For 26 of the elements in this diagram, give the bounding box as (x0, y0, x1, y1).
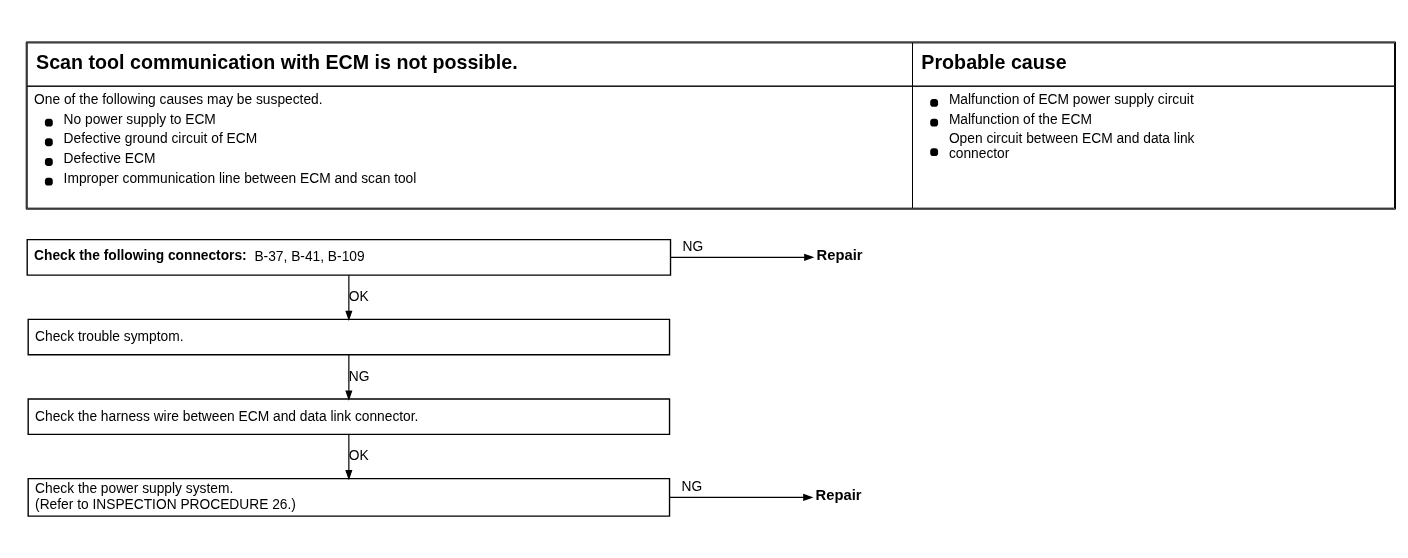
edge-label: NG (682, 239, 704, 255)
label: Scan tool communication with ECM is not possible. (36, 50, 518, 73)
label: One of the following causes may be suspected. (34, 92, 323, 108)
edge-label: NG (681, 479, 703, 495)
edge-label: OK (348, 288, 369, 304)
label: Malfunction of the ECM (948, 111, 1092, 127)
label: Defective ECM (63, 151, 156, 167)
node-box: Check trouble symptom. (27, 318, 671, 356)
label: Defective ground circuit of ECM (63, 131, 258, 147)
node-box: Check the power supply system. (Refer to INSPECTION PROCEDURE 26.) (27, 478, 671, 517)
label: Probable cause (921, 50, 1067, 73)
node-box: Check the following connectors: B-37, B-41, B-109 (26, 238, 672, 276)
edge-label: OK (348, 448, 369, 464)
label: Malfunction of ECM power supply circuit (948, 92, 1194, 108)
node-box: Check the harness wire between ECM and data link connector. (27, 398, 671, 436)
arrow (345, 274, 353, 321)
arrow (669, 493, 814, 501)
arrow (345, 354, 353, 401)
label: Improper communication line between ECM and scan tool (63, 170, 417, 186)
edge-label: NG (348, 368, 370, 384)
node-text: Repair (816, 246, 863, 263)
label: Open circuit between ECM and data link connector (948, 131, 1195, 162)
arrow (670, 253, 815, 261)
arrow (345, 434, 353, 481)
node-text: Repair (815, 486, 862, 503)
label: No power supply to ECM (63, 111, 216, 127)
